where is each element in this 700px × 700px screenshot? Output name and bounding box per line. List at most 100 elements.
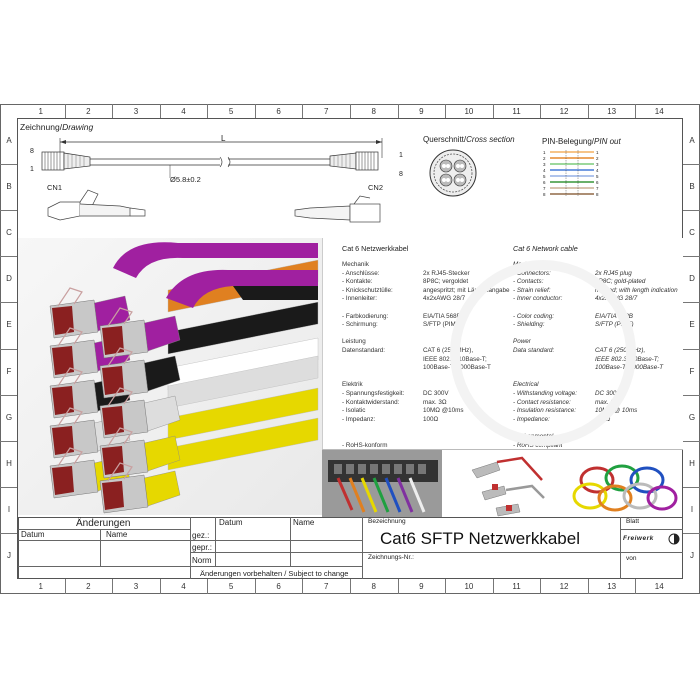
ruler-col-top: 9 bbox=[419, 107, 424, 116]
ruler-tick bbox=[254, 579, 256, 594]
spec-value: CAT 6 (250 MHz), bbox=[423, 347, 474, 354]
brand-logo-icon bbox=[668, 533, 680, 545]
ruler-col-top: 6 bbox=[276, 107, 281, 116]
connector-latch bbox=[107, 307, 133, 327]
spec-key: - Innenleiter: bbox=[342, 295, 378, 303]
connector-insert bbox=[102, 326, 124, 355]
cross-section-title: Querschnitt/Cross section bbox=[423, 135, 515, 144]
spec-key: Datenstandard: bbox=[342, 347, 386, 354]
ruler-tick bbox=[0, 256, 17, 258]
pin-number: 8 bbox=[596, 192, 599, 197]
spec-title-de: Cat 6 Netzwerkkabel bbox=[342, 244, 409, 253]
ruler-col-bottom: 3 bbox=[133, 582, 139, 591]
spec-value: 8P8C; gold-plated bbox=[595, 278, 646, 286]
spec-key: - Schirmung: bbox=[342, 321, 378, 329]
ruler-col-top: 2 bbox=[86, 107, 91, 116]
ruler-tick bbox=[0, 532, 17, 534]
ruler-tick bbox=[112, 579, 114, 594]
ruler-tick bbox=[683, 256, 700, 258]
connector-latch bbox=[57, 367, 83, 387]
ruler-tick bbox=[683, 532, 700, 534]
spec-value: molded; with length indication bbox=[595, 286, 678, 294]
ruler-tick bbox=[683, 486, 700, 488]
spec-key: - Kontaktwiderstand: bbox=[342, 398, 400, 406]
spec-key: - Shielding: bbox=[513, 321, 545, 329]
spec-key: - Strain relief: bbox=[513, 286, 551, 294]
connectors-photo bbox=[471, 456, 545, 517]
spec-section-heading: Power bbox=[513, 338, 531, 346]
ruler-tick bbox=[492, 104, 494, 118]
ruler-col-bottom: 2 bbox=[86, 582, 91, 591]
ruler-row-left: C bbox=[6, 228, 12, 238]
spec-value: EIA/TIA 568B bbox=[595, 312, 633, 320]
ruler-tick bbox=[587, 579, 589, 594]
coiled-cables-photo bbox=[572, 464, 678, 512]
pin-number: 6 bbox=[543, 180, 546, 185]
spec-key: - Contacts: bbox=[513, 278, 544, 286]
checked-by-label: gepr.: bbox=[192, 543, 213, 552]
pin1-right: 1 bbox=[399, 152, 403, 159]
ruler-col-bottom: 6 bbox=[276, 582, 281, 591]
ruler-col-top: 12 bbox=[559, 107, 569, 116]
ruler-col-bottom: 9 bbox=[419, 582, 424, 591]
spec-key: - Connectors: bbox=[513, 269, 551, 277]
designation-label: Bezeichnung bbox=[368, 518, 406, 525]
spec-key: - Impedanz: bbox=[342, 415, 376, 423]
ruler-tick bbox=[0, 302, 17, 304]
ruler-col-top: 14 bbox=[654, 107, 664, 116]
pin-number: 6 bbox=[596, 180, 599, 185]
spec-key: - Anschlüsse: bbox=[342, 269, 380, 277]
changes-header: Änderungen bbox=[76, 518, 131, 529]
ruler-row-right: A bbox=[689, 136, 695, 146]
norm-label: Norm bbox=[192, 556, 212, 565]
pinout-title: PIN-Belegung/PIN out bbox=[542, 137, 621, 146]
changes-name-header: Name bbox=[106, 530, 128, 539]
ruler-row-left: J bbox=[7, 550, 11, 560]
ruler-col-bottom: 10 bbox=[464, 582, 474, 591]
connector-latch bbox=[57, 407, 83, 427]
connector-insert bbox=[102, 406, 124, 435]
of-label: von bbox=[626, 555, 637, 562]
photo-strip bbox=[322, 449, 683, 518]
ruler-tick bbox=[540, 579, 542, 594]
ruler-tick bbox=[683, 164, 700, 166]
ruler-row-left: A bbox=[6, 136, 12, 146]
spec-value: 2x RJ45-Stecker bbox=[423, 269, 470, 277]
connector-insert bbox=[52, 386, 74, 415]
connector-insert bbox=[52, 346, 74, 375]
spec-value: CAT 6 (250 MHz), bbox=[595, 347, 646, 354]
ruler-row-left: B bbox=[6, 182, 12, 192]
pin-number: 4 bbox=[543, 168, 546, 173]
spec-value: 2x RJ45 plug bbox=[595, 269, 632, 277]
ruler-tick bbox=[64, 104, 66, 118]
ruler-col-bottom: 1 bbox=[38, 582, 43, 591]
ruler-row-left: I bbox=[7, 504, 11, 514]
spec-key: - Color coding: bbox=[513, 312, 554, 320]
connector-latch bbox=[107, 347, 133, 367]
pin8-right: 8 bbox=[399, 171, 403, 178]
ruler-tick bbox=[683, 394, 700, 396]
pin-number: 3 bbox=[596, 162, 599, 167]
ruler-col-bottom: 8 bbox=[371, 582, 376, 591]
spec-key: - Insulation resistance: bbox=[513, 407, 576, 415]
pin-number: 5 bbox=[543, 174, 546, 179]
watermark-logo bbox=[450, 260, 636, 446]
pin-number: 4 bbox=[596, 168, 599, 173]
ruler-tick bbox=[587, 104, 589, 118]
ruler-row-right: C bbox=[689, 228, 695, 238]
spec-value: EIA/TIA 568B bbox=[423, 312, 461, 320]
ruler-tick bbox=[445, 579, 447, 594]
cross-section-diagram bbox=[429, 149, 477, 197]
title-name-header: Name bbox=[293, 518, 315, 527]
ruler-tick bbox=[397, 104, 399, 118]
length-label: L bbox=[221, 134, 226, 143]
spec-key: - Knickschutztülle: bbox=[342, 286, 393, 294]
ruler-tick bbox=[159, 579, 161, 594]
sheet-label: Blatt bbox=[626, 518, 640, 525]
connector-latch bbox=[57, 287, 83, 307]
ruler-row-left: D bbox=[6, 274, 12, 284]
ruler-col-bottom: 11 bbox=[512, 582, 521, 591]
ruler-tick bbox=[159, 104, 161, 118]
